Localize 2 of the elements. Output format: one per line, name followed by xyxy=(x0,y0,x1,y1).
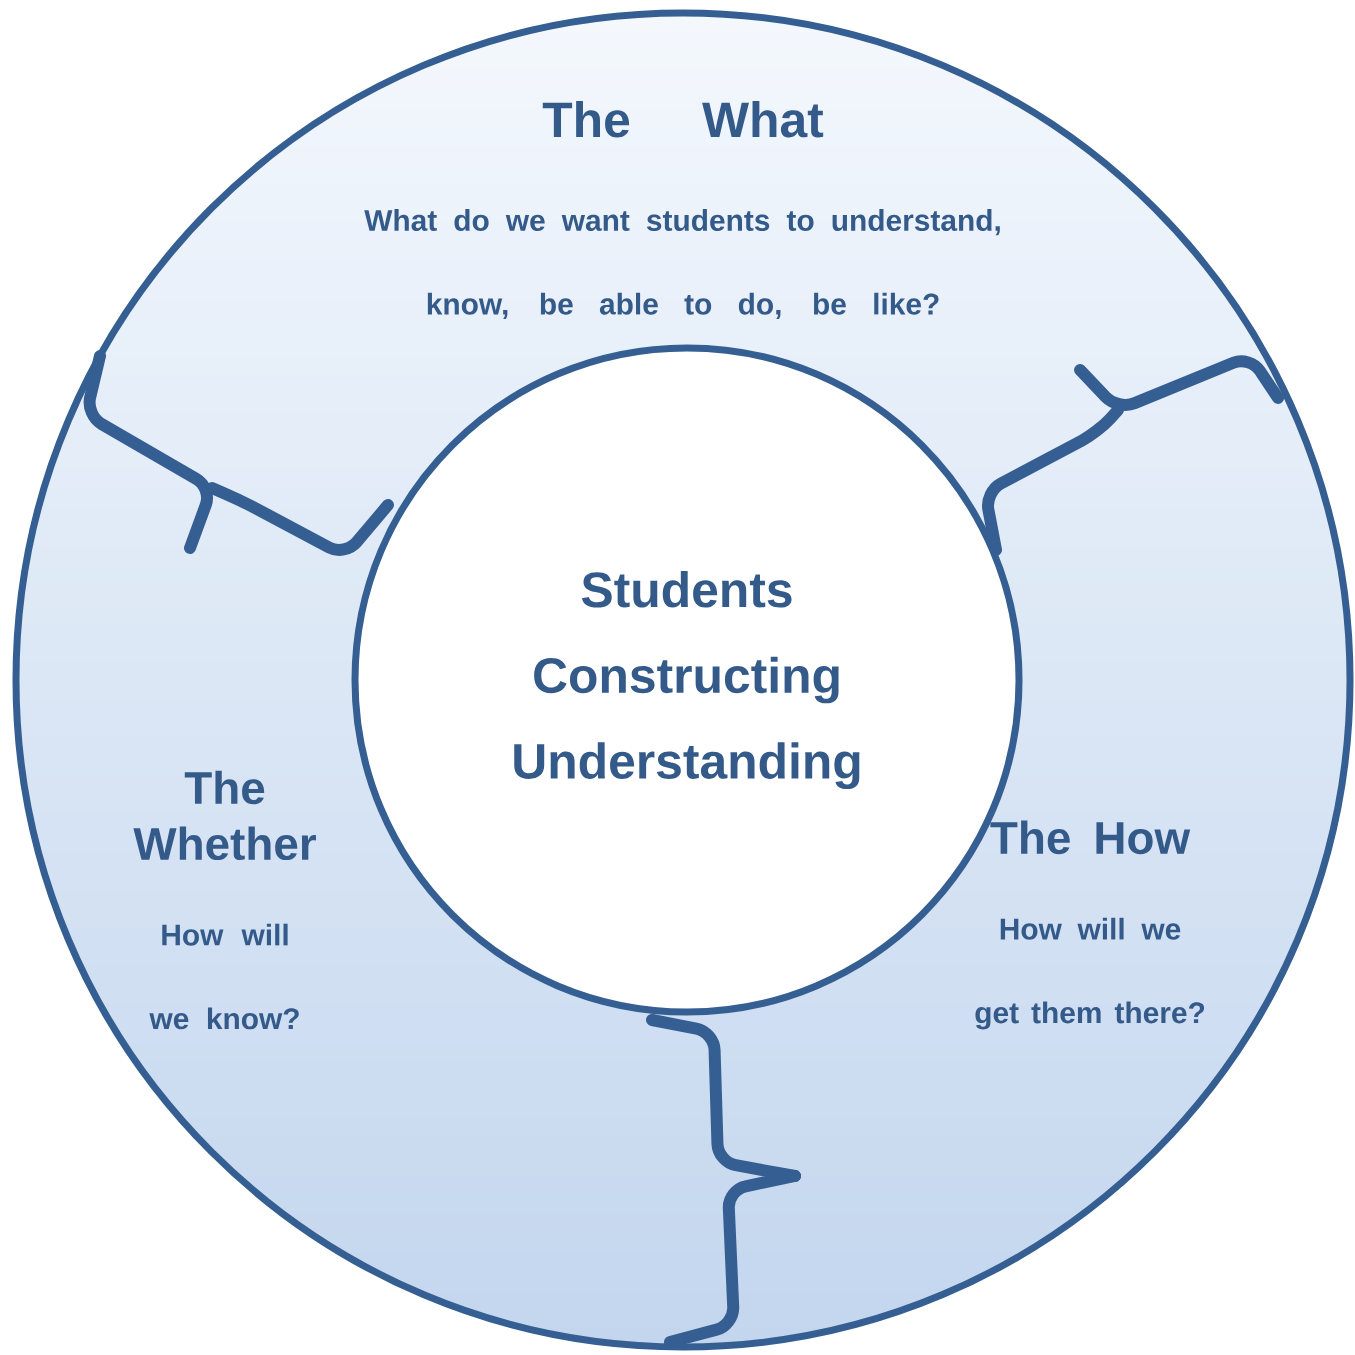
section-text: The What What do we want students to understand, know, be able to do, be like? xyxy=(364,100,1000,320)
section-text: The Whether How will we know? xyxy=(133,770,316,1030)
